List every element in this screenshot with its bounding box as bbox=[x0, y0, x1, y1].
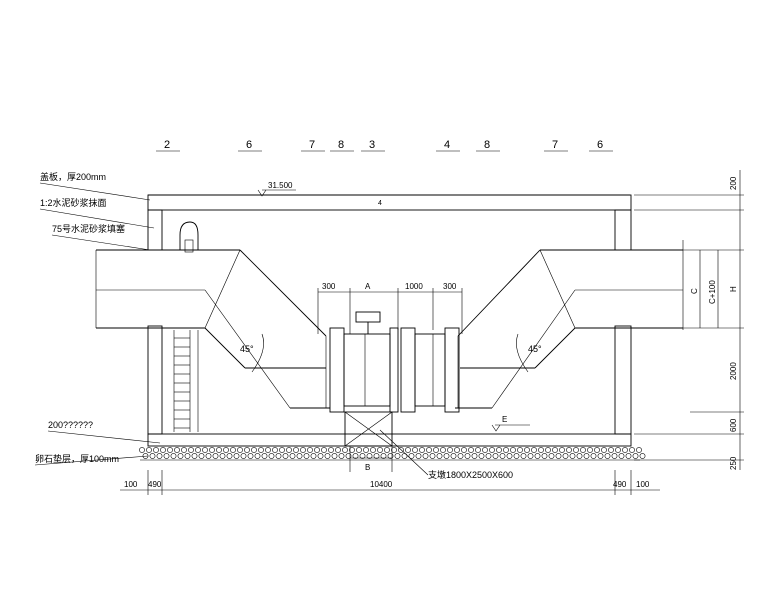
level-e: E bbox=[502, 415, 507, 424]
label-mortar-fill: 75号水泥砂浆填塞 bbox=[52, 223, 125, 234]
gravel-bed bbox=[139, 447, 646, 461]
right-wall bbox=[614, 209, 632, 435]
dim-bottom-490-left: 490 bbox=[148, 480, 162, 489]
dims-right: 200 2000 600 250 C C+100 H bbox=[634, 170, 744, 470]
vent-pipe bbox=[179, 221, 199, 253]
level-marks: E B bbox=[349, 415, 530, 472]
angle-right: 45° bbox=[528, 344, 542, 354]
dim-bottom-490-right: 490 bbox=[613, 480, 627, 489]
callout-6: 6 bbox=[597, 139, 603, 151]
access-ladder bbox=[173, 330, 199, 432]
layer-labels: 盖板，厚200mm 1:2水泥砂浆抹面 75号水泥砂浆填塞 200?????? … bbox=[34, 171, 513, 480]
callout-7: 7 bbox=[552, 139, 558, 151]
elevation-text: 31.500 bbox=[268, 181, 293, 190]
label-mortar-plaster: 1:2水泥砂浆抹面 bbox=[40, 197, 107, 208]
cover-slab bbox=[147, 194, 632, 211]
right-pipe bbox=[455, 240, 684, 409]
dim-c: C bbox=[690, 288, 699, 294]
left-pipe bbox=[95, 249, 330, 409]
dims-top: 300 A 1000 300 bbox=[317, 282, 463, 334]
dim-right-2000: 2000 bbox=[729, 362, 738, 380]
callout-8: 8 bbox=[484, 139, 490, 151]
dim-a: A bbox=[365, 282, 371, 291]
callout-6: 6 bbox=[246, 139, 252, 151]
dim-right-250: 250 bbox=[729, 456, 738, 470]
cover-mark: 4 bbox=[378, 200, 382, 207]
label-gravel-bed: 卵石垫层，厚100mm bbox=[35, 453, 119, 464]
label-support: 支墩1800X2500X600 bbox=[428, 469, 513, 480]
dim-bottom-10400: 10400 bbox=[370, 480, 393, 489]
callout-4: 4 bbox=[444, 139, 450, 151]
dim-c100: C+100 bbox=[708, 280, 717, 304]
callout-3: 3 bbox=[369, 139, 375, 151]
callout-7: 7 bbox=[309, 139, 315, 151]
elevation-mark: 31.500 4 bbox=[257, 181, 382, 207]
valve-assembly bbox=[329, 311, 460, 413]
angle-left: 45° bbox=[240, 344, 254, 354]
callout-8: 8 bbox=[338, 139, 344, 151]
dim-300-right: 300 bbox=[443, 282, 457, 291]
dim-h: H bbox=[729, 286, 738, 292]
dims-bottom: 100 490 10400 490 100 bbox=[120, 470, 660, 495]
dim-1000: 1000 bbox=[405, 282, 423, 291]
dim-right-600: 600 bbox=[729, 418, 738, 432]
callout-group: 2 6 7 8 3 4 8 7 6 bbox=[156, 139, 613, 152]
label-base-slab: 200?????? bbox=[48, 420, 93, 430]
left-wall bbox=[147, 209, 163, 435]
dim-right-200: 200 bbox=[729, 176, 738, 190]
dim-300-left: 300 bbox=[322, 282, 336, 291]
support-pier bbox=[344, 411, 393, 447]
label-cover-slab: 盖板，厚200mm bbox=[40, 171, 106, 182]
dim-b: B bbox=[365, 463, 370, 472]
callout-2: 2 bbox=[164, 139, 170, 151]
dim-bottom-100-left: 100 bbox=[124, 480, 138, 489]
dim-bottom-100-right: 100 bbox=[636, 480, 650, 489]
